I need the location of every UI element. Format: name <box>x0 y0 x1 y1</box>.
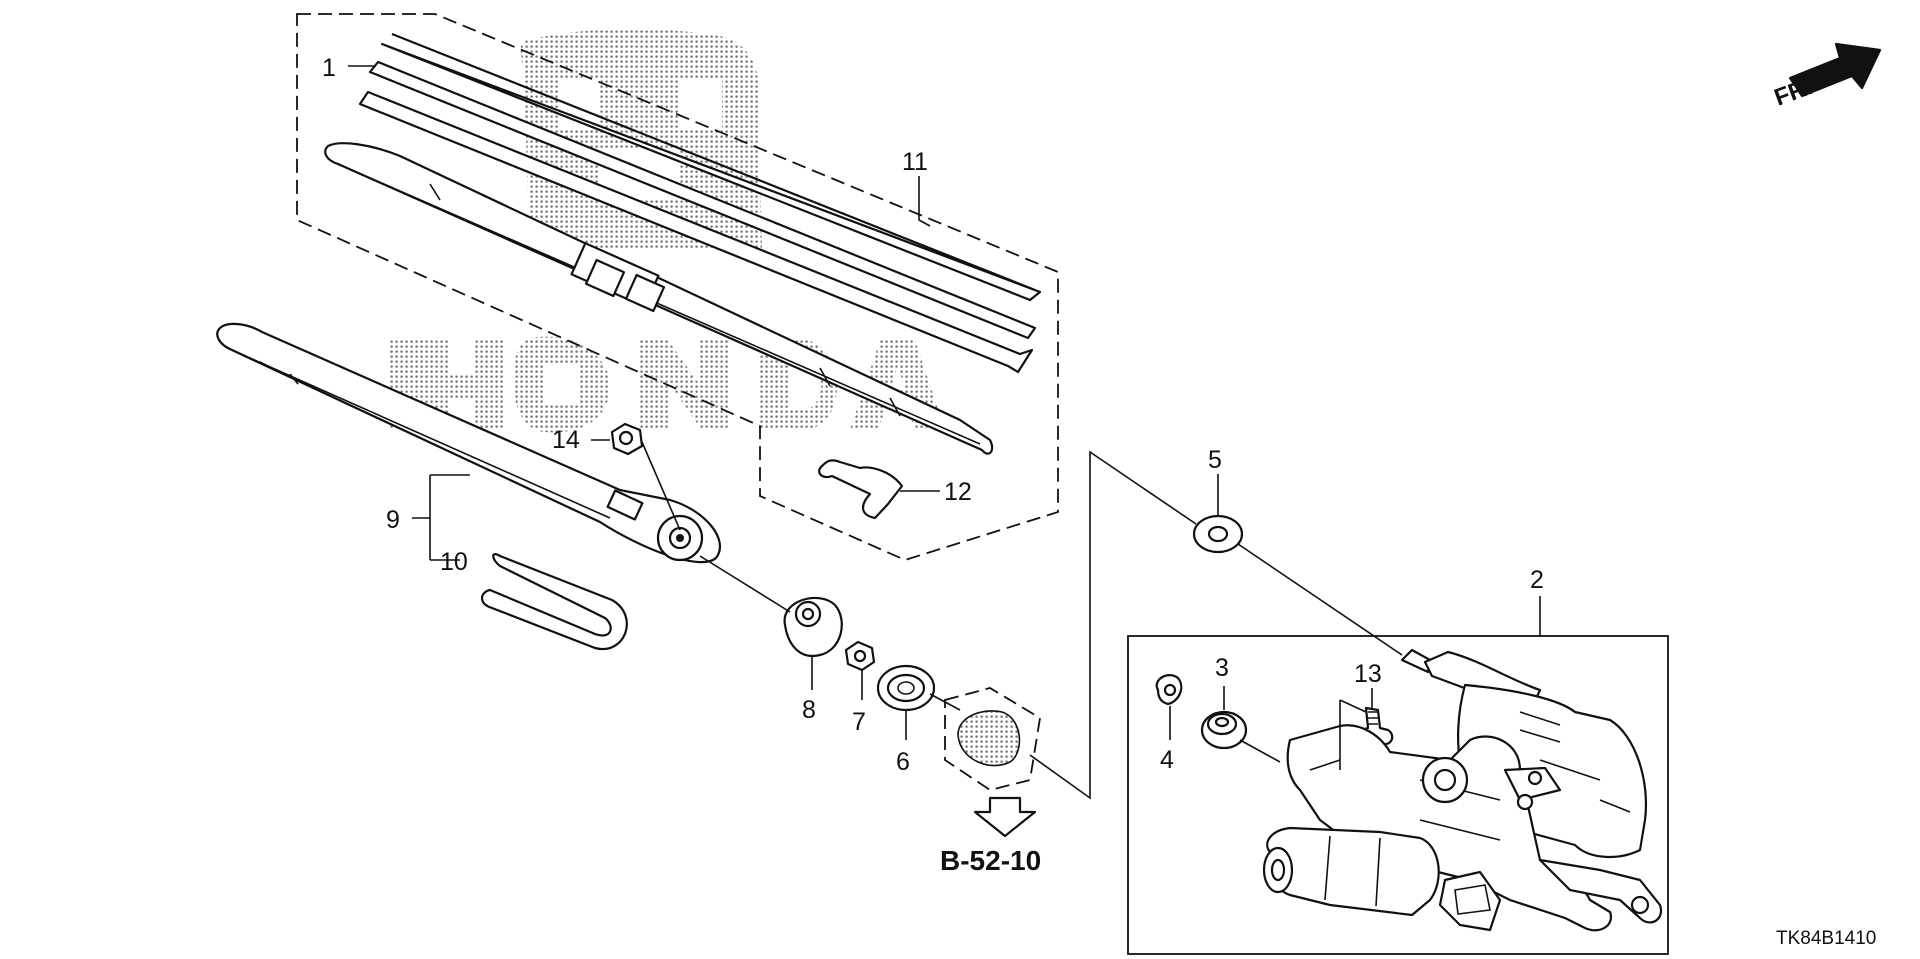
seal-washer <box>876 664 936 712</box>
pivot-cap <box>783 596 843 658</box>
wiper-blade <box>324 142 994 455</box>
callout-12: 12 <box>944 478 972 506</box>
blade-assembly-box <box>296 13 1059 561</box>
reference-arrow <box>973 796 1037 838</box>
section-reference: B-52-10 <box>940 845 1041 876</box>
callout-13: 13 <box>1354 660 1382 688</box>
callout-6: 6 <box>896 748 910 776</box>
callout-labels: 1 2 3 4 5 6 7 8 9 10 11 12 13 14 <box>322 54 1544 776</box>
callout-7: 7 <box>852 708 866 736</box>
nut-14 <box>610 422 644 456</box>
cushion-3 <box>1200 710 1248 750</box>
blade-clip <box>818 459 904 520</box>
grommet <box>944 687 1041 791</box>
front-direction-indicator: FR. <box>1771 42 1882 112</box>
leader-lines <box>348 65 1541 800</box>
callout-10: 10 <box>440 548 468 576</box>
diagram-code: TK84B1410 <box>1776 928 1876 949</box>
rubber-refills <box>358 32 1042 374</box>
callout-2: 2 <box>1530 566 1544 594</box>
nut-7 <box>844 640 876 672</box>
wiper-arm <box>216 322 722 564</box>
motor-assembly-box <box>1127 635 1669 955</box>
arm-cover <box>480 553 628 651</box>
callout-9: 9 <box>386 506 400 534</box>
callout-8: 8 <box>802 696 816 724</box>
callout-1: 1 <box>322 54 336 82</box>
callout-4: 4 <box>1160 746 1174 774</box>
callout-3: 3 <box>1215 654 1229 682</box>
callout-11: 11 <box>902 148 928 176</box>
callout-14: 14 <box>552 426 580 454</box>
callout-5: 5 <box>1208 446 1222 474</box>
nut-4 <box>1155 674 1183 706</box>
front-arrow-icon <box>1788 42 1882 98</box>
wiper-motor <box>1262 648 1663 932</box>
washer-5 <box>1192 514 1244 554</box>
